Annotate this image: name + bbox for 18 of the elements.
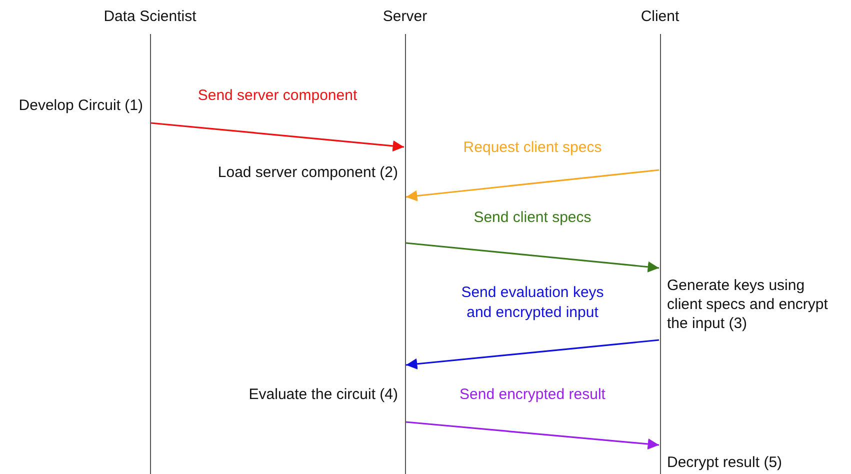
step-note: Decrypt result (5) [667,453,784,472]
step-note: Develop Circuit (1) [18,96,143,115]
step-note: Load server component (2) [218,163,398,182]
message-label: Request client specs [462,138,603,158]
message-label: Send server component [196,86,358,106]
message-arrow [150,122,404,152]
step-note: Evaluate the circuit (4) [248,385,398,404]
step-note: Generate keys using client specs and encrypt the input (3) [667,276,829,333]
participant-name: Client [640,8,680,26]
message-label: Send encrypted result [458,385,606,405]
message-arrow [406,242,660,272]
participant-name: Data Scientist [102,8,198,26]
message-arrow [406,339,660,370]
message-arrow [406,421,660,450]
message-label: Send evaluation keys and encrypted input [460,283,605,323]
message-arrow [406,169,660,202]
message-label: Send client specs [472,208,592,228]
participant-name: Server [382,8,428,26]
